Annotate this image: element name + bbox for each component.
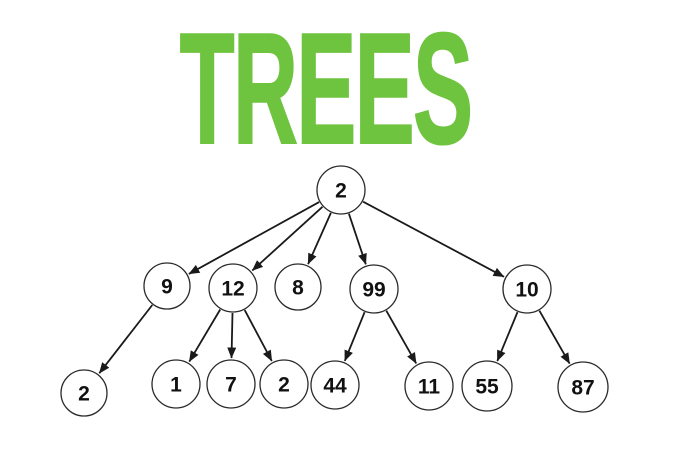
tree-node-label: 10	[515, 279, 538, 302]
tree-node-circle	[206, 359, 256, 409]
tree-nodes: 2 9 12 8 99 10 2 1 7 2 44 11 55 87	[60, 165, 609, 417]
tree-node-label: 8	[292, 277, 304, 300]
tree-node-label: 44	[323, 375, 347, 398]
tree-node: 44	[310, 360, 360, 410]
tree-edge	[343, 311, 366, 362]
tree-edge	[188, 201, 320, 275]
page-title: TREES	[179, 1, 474, 177]
tree-node: 2	[259, 359, 309, 409]
tree-edge	[251, 206, 324, 272]
tree-node: 7	[206, 359, 256, 409]
tree-node-circle	[557, 361, 609, 413]
tree-edge	[348, 213, 367, 265]
tree-edge	[188, 309, 221, 363]
tree-node-label: 99	[362, 279, 385, 302]
tree-edge	[307, 212, 332, 265]
tree-node-circle	[151, 359, 201, 409]
tree-node-label: 87	[571, 377, 594, 400]
tree-node: 8	[274, 263, 322, 311]
tree-edge	[98, 304, 154, 374]
tree-edge	[243, 309, 273, 362]
tree-node-circle	[60, 369, 108, 417]
tree-node-circle	[461, 360, 513, 412]
tree-node-circle	[404, 361, 454, 411]
tree-node-label: 9	[161, 276, 173, 299]
tree-node: 12	[208, 263, 258, 313]
tree-edge	[362, 200, 505, 278]
tree-node-label: 2	[78, 383, 90, 406]
tree-node-circle	[310, 360, 360, 410]
tree-node-label: 2	[335, 180, 347, 203]
tree-node-label: 12	[221, 278, 244, 301]
tree-edge	[538, 310, 571, 365]
tree-node: 10	[502, 264, 552, 314]
tree-node: 11	[404, 361, 454, 411]
tree-node-circle	[143, 262, 191, 310]
tree-node-label: 7	[225, 374, 237, 397]
tree-edge	[385, 310, 417, 364]
tree-edge	[227, 312, 237, 359]
tree-node: 2	[316, 165, 366, 215]
tree-node: 87	[557, 361, 609, 413]
tree-node-circle	[316, 165, 366, 215]
tree-node: 55	[461, 360, 513, 412]
tree-node: 1	[151, 359, 201, 409]
tree-node: 99	[349, 264, 399, 314]
tree-node-label: 2	[278, 374, 290, 397]
tree-node-label: 1	[170, 374, 182, 397]
tree-node-circle	[502, 264, 552, 314]
tree-node: 2	[60, 369, 108, 417]
tree-node-label: 11	[418, 376, 441, 399]
tree-node-circle	[349, 264, 399, 314]
tree-node-circle	[208, 263, 258, 313]
tree-edge	[496, 311, 519, 362]
tree-edges	[98, 200, 571, 374]
tree-node-circle	[259, 359, 309, 409]
tree-node-label: 55	[475, 376, 499, 399]
tree-node-circle	[274, 263, 322, 311]
tree-node: 9	[143, 262, 191, 310]
